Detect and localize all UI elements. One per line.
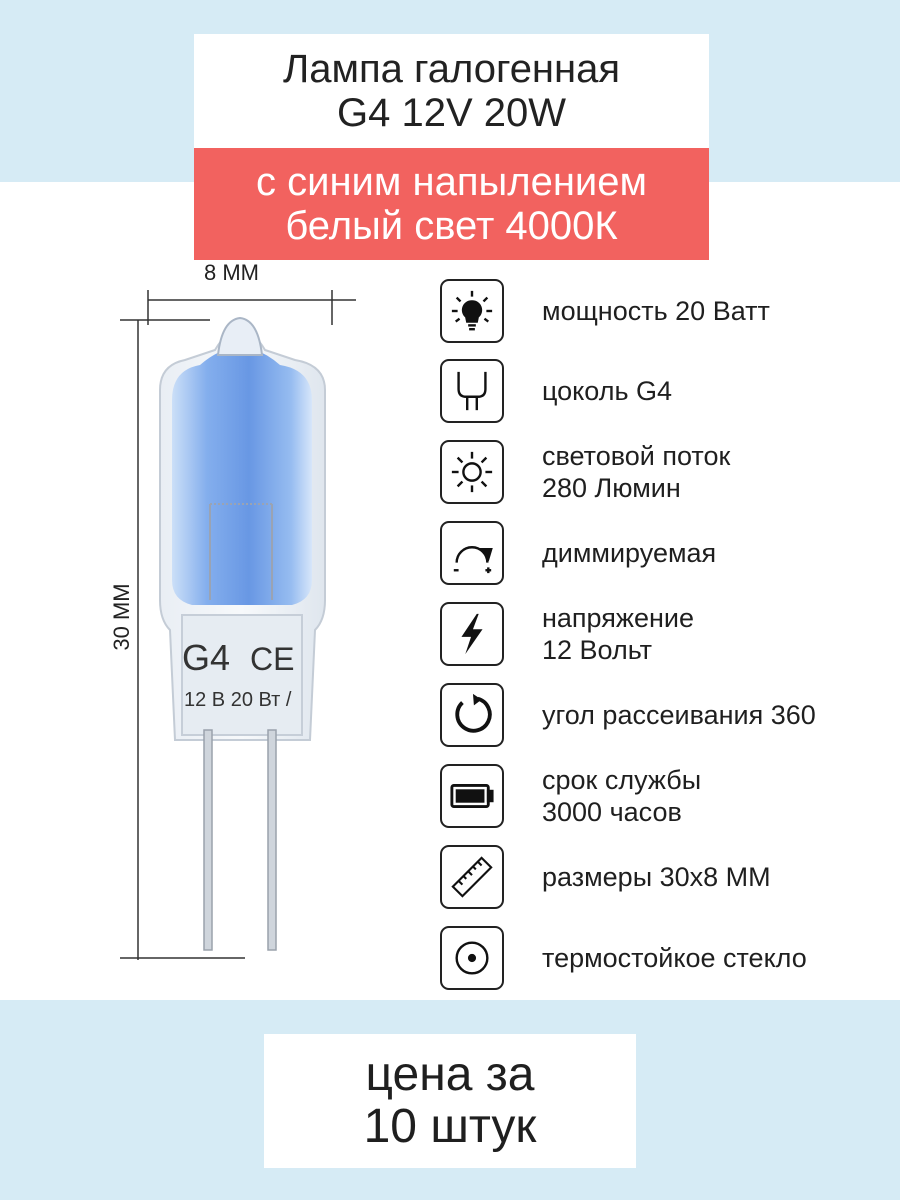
lamp-cert-marking: CE [250, 641, 294, 677]
spec-voltage-line1: напряжение [542, 603, 694, 633]
spec-socket: цоколь G4 [440, 358, 890, 424]
spec-luminous-flux-line2: 280 Люмин [542, 473, 681, 503]
spec-size: размеры 30х8 ММ [440, 844, 890, 910]
halogen-lamp-illustration: G4 CE 12 В 20 Вт / [120, 290, 356, 960]
spec-dimmable-text: диммируемая [542, 538, 717, 568]
spec-size-text: размеры 30х8 ММ [542, 862, 771, 892]
bulb-icon [440, 279, 504, 343]
socket-icon [440, 359, 504, 423]
title-box: Лампа галогенная G4 12V 20W [194, 34, 709, 148]
title-line-1: Лампа галогенная [282, 47, 621, 91]
spec-dimmable: диммируемая [440, 520, 890, 586]
battery-icon [440, 764, 504, 828]
rotate-icon [440, 683, 504, 747]
subtitle-line-2: белый свет 4000К [285, 204, 618, 248]
spec-power: мощность 20 Ватт [440, 278, 890, 344]
spec-power-text: мощность 20 Ватт [542, 296, 770, 326]
width-dimension-label: 8 ММ [204, 260, 259, 285]
dimmer-icon [440, 521, 504, 585]
spec-lifetime-line1: срок службы [542, 765, 702, 795]
glass-icon [440, 926, 504, 990]
spec-glass-text: термостойкое стекло [542, 943, 807, 973]
spec-glass: термостойкое стекло [440, 925, 890, 991]
price-line-1: цена за [365, 1048, 535, 1101]
price-box: цена за 10 штук [264, 1034, 636, 1168]
subtitle-banner: с синим напылением белый свет 4000К [194, 148, 709, 260]
spec-lifetime: срок службы 3000 часов [440, 763, 890, 829]
spec-socket-text: цоколь G4 [542, 376, 673, 406]
lamp-rating-marking: 12 В 20 Вт / [184, 689, 292, 711]
price-line-2: 10 штук [363, 1100, 537, 1153]
spec-lifetime-line2: 3000 часов [542, 797, 682, 827]
lamp-type-marking: G4 [182, 637, 230, 678]
dimension-lines [120, 290, 356, 960]
subtitle-line-1: с синим напылением [255, 160, 647, 204]
lightning-icon [440, 602, 504, 666]
ruler-icon [440, 845, 504, 909]
sun-icon [440, 440, 504, 504]
title-line-2: G4 12V 20W [336, 91, 566, 135]
spec-voltage-line2: 12 Вольт [542, 635, 653, 665]
spec-beam-angle-text: угол рассеивания 360 [542, 700, 816, 730]
spec-luminous-flux: световой поток 280 Люмин [440, 439, 890, 505]
spec-luminous-flux-line1: световой поток [542, 441, 731, 471]
spec-beam-angle: угол рассеивания 360 [440, 682, 890, 748]
spec-voltage: напряжение 12 Вольт [440, 601, 890, 667]
